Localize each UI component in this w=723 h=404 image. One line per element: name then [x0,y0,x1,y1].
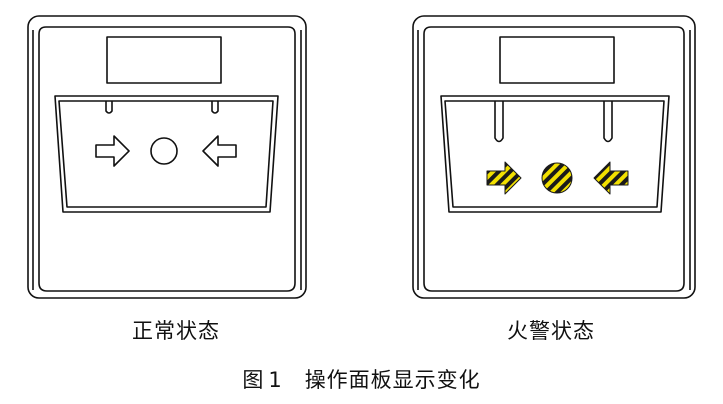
device-face [38,26,296,292]
cover-inner [444,100,665,208]
panel-caption-fire: 火警状态 [507,319,595,343]
figure-caption-label: 图 [242,368,265,392]
protective-cover [440,95,670,213]
device-housing [27,15,307,299]
cover-slot [105,101,113,114]
arrow-right-icon [486,161,522,195]
label-window [499,36,615,84]
arrow-right-icon [95,135,130,167]
cover-slot-long [603,101,613,143]
label-window [106,36,222,84]
indicator-circle-icon [150,137,178,165]
protective-cover [54,95,279,213]
cover-inner [58,100,274,208]
device-face [423,26,685,292]
panel-caption-normal: 正常状态 [132,319,220,343]
indicator-circle-icon [541,162,573,194]
figure-caption-number: 1 [268,368,283,392]
cover-slot-long [494,101,504,143]
device-normal [27,15,307,299]
figure-caption-title: 操作面板显示变化 [304,368,481,392]
device-housing [412,15,696,299]
arrow-left-icon [202,135,237,167]
device-fire [412,15,696,299]
arrow-left-icon [593,161,629,195]
cover-slot [211,101,219,114]
